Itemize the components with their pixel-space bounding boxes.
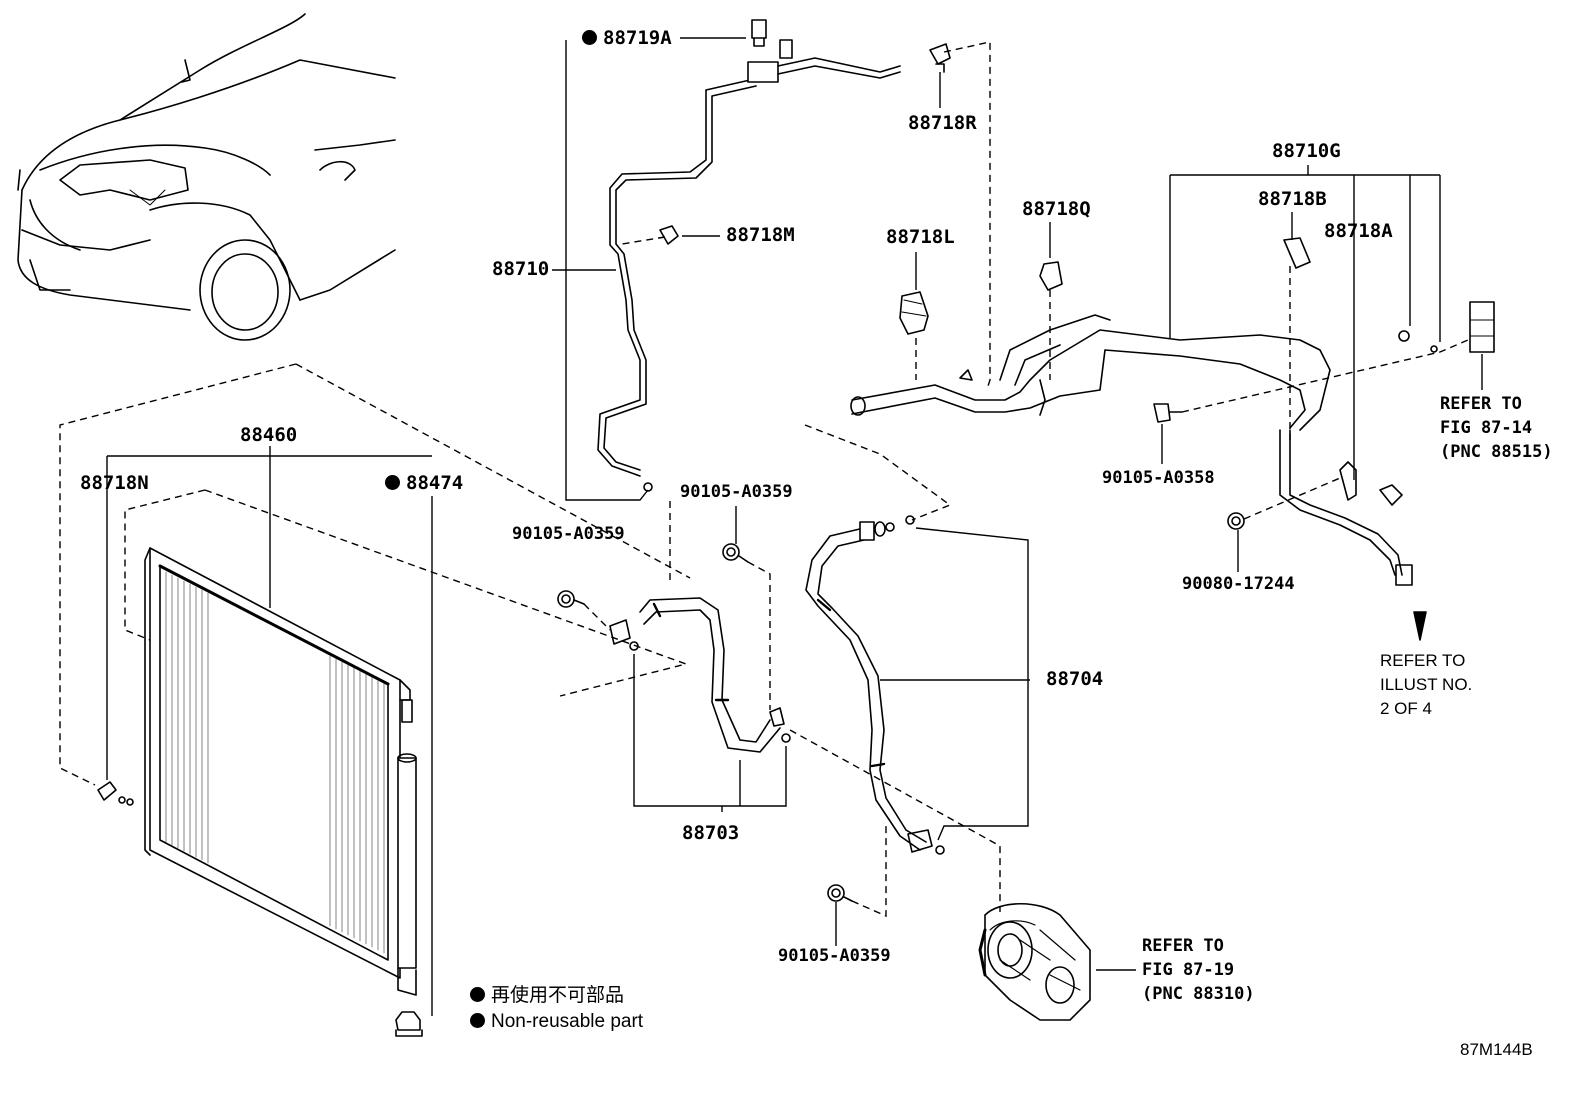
non-reusable-dot-icon (582, 30, 597, 45)
part-label-88718L: 88718L (886, 226, 955, 248)
legend-non-reusable-en: Non-reusable part (470, 1010, 643, 1034)
part-label-88710G: 88710G (1272, 140, 1341, 162)
part-label-90105-A0358: 90105-A0358 (1102, 468, 1215, 488)
part-label-88718Q: 88718Q (1022, 198, 1091, 220)
suction-hose-88704 (806, 516, 944, 854)
vehicle-location-view (18, 14, 395, 340)
part-label-88718R: 88718R (908, 112, 977, 134)
part-label-88718B: 88718B (1258, 188, 1327, 210)
clip-parts (900, 44, 1494, 529)
part-label-88718A: 88718A (1324, 220, 1393, 242)
part-label-90105-A0359-right: 90105-A0359 (680, 482, 793, 502)
solid-leader-lines (107, 38, 1482, 1016)
part-label-88710: 88710 (492, 258, 550, 280)
refer-fig-87-14: REFER TO FIG 87-14 (PNC 88515) (1440, 394, 1553, 462)
discharge-hose-88703 (610, 598, 790, 752)
legend-non-reusable-ja: 再使用不可部品 (470, 984, 624, 1008)
condenser-assembly (98, 548, 422, 1036)
part-label-90105-A0359-left: 90105-A0359 (512, 524, 625, 544)
part-label-90105-A0359-lower: 90105-A0359 (778, 946, 891, 966)
non-reusable-dot-icon (470, 1013, 485, 1028)
bolt-parts (558, 544, 852, 901)
refer-illust-2-of-4: REFER TO ILLUST NO. 2 OF 4 (1380, 651, 1473, 718)
part-label-88718N: 88718N (80, 472, 149, 494)
non-reusable-dot-icon (385, 475, 400, 490)
part-label-88718M: 88718M (726, 224, 795, 246)
part-label-88460: 88460 (240, 424, 298, 446)
arrow-to-illust (1414, 612, 1426, 640)
discharge-tube-88710 (598, 20, 900, 491)
part-label-88719A: 88719A (582, 27, 672, 49)
non-reusable-dot-icon (470, 987, 485, 1002)
dashed-assembly-lines (60, 42, 1468, 916)
part-label-88703: 88703 (682, 822, 740, 844)
part-label-88474: 88474 (385, 472, 463, 494)
refer-fig-87-19: REFER TO FIG 87-19 (PNC 88310) (1142, 936, 1255, 1004)
compressor (980, 904, 1090, 1020)
part-label-88704: 88704 (1046, 668, 1104, 690)
part-label-90080-17244: 90080-17244 (1182, 574, 1295, 594)
suction-tube-88710G (851, 315, 1437, 585)
figure-code: 87M144B (1460, 1040, 1533, 1059)
